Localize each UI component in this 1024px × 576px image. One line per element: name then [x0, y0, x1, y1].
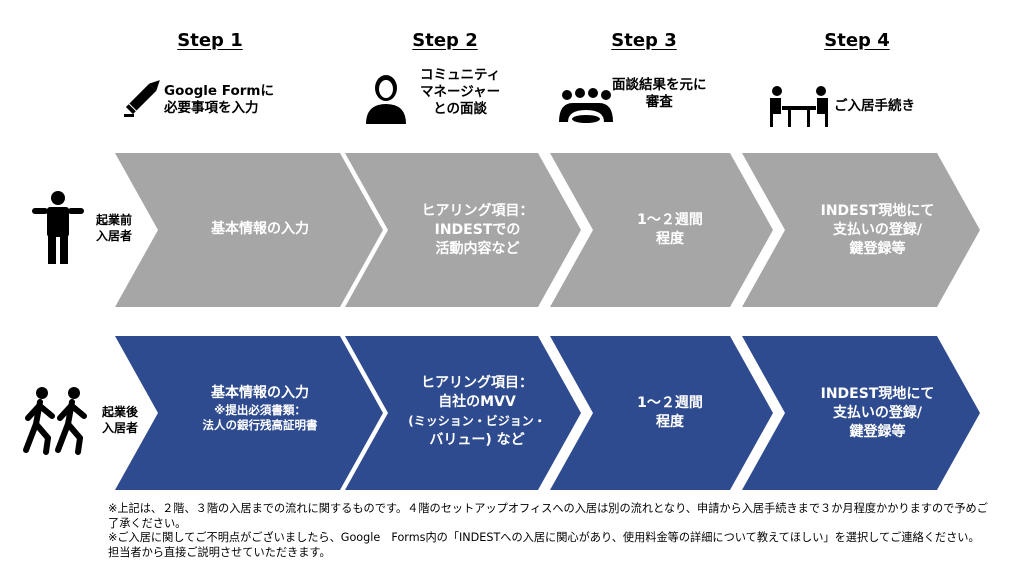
- chevron-row1-step4: [742, 153, 980, 307]
- row2-step4-text: INDEST現地にて 支払いの登録/ 鍵登録等: [795, 385, 960, 442]
- step-2-title: Step 2: [412, 30, 478, 51]
- chevron-text-line: 支払いの登録/: [832, 222, 923, 238]
- required-docs-note: ※提出必須書類：: [214, 403, 306, 417]
- step-4-title: Step 4: [824, 30, 890, 51]
- chevron-text-line: 1〜２週間: [637, 395, 703, 411]
- running-people-icon: [23, 387, 87, 455]
- step-4-description: ご入居手続き: [834, 98, 915, 115]
- row1-label: 起業前 入居者: [96, 212, 132, 244]
- chevron-text-line: 基本情報の入力: [211, 385, 309, 401]
- group-meeting-icon: [559, 88, 613, 123]
- row2-step1-text: 基本情報の入力 ※提出必須書類： 法人の銀行残高証明書: [165, 384, 355, 433]
- chevron-text-line: 支払いの登録/: [832, 405, 923, 421]
- required-docs-note: 法人の銀行残高証明書: [202, 418, 318, 432]
- step-desc-line: ご入居手続き: [834, 98, 915, 114]
- step-desc-line: マネージャー: [420, 84, 501, 100]
- row-label-line: 入居者: [96, 229, 133, 243]
- chevron-row2-step4: [742, 336, 980, 490]
- step-desc-line: 面談結果を元に: [612, 77, 707, 93]
- step-3-description: 面談結果を元に 審査: [612, 77, 707, 111]
- chevron-text-line: 鍵登録等: [849, 424, 906, 440]
- step-1-title: Step 1: [177, 30, 243, 51]
- row1-step1-text: 基本情報の入力: [165, 220, 355, 239]
- chevron-row1-step3: [550, 153, 773, 307]
- chevron-text-line: (ミッション・ビジョン・: [408, 414, 546, 428]
- desk-meeting-icon: [770, 86, 828, 127]
- chevron-row2-step3: [550, 336, 773, 490]
- chevron-text-line: 自社のMVV: [438, 394, 516, 410]
- chevron-text-line: バリュー) など: [429, 432, 525, 448]
- chevron-text-line: INDEST現地にて: [820, 203, 935, 219]
- step-desc-line: コミュニティ: [420, 67, 501, 83]
- step-desc-line: 審査: [645, 94, 673, 110]
- row-label-line: 入居者: [102, 421, 139, 435]
- step-1-description: Google Formに 必要事項を入力: [164, 83, 274, 117]
- row1-step4-text: INDEST現地にて 支払いの登録/ 鍵登録等: [795, 202, 960, 259]
- row2-step2-text: ヒアリング項目： 自社のMVV (ミッション・ビジョン・ バリュー) など: [392, 374, 562, 450]
- chevron-text-line: 程度: [656, 231, 684, 247]
- row-label-line: 起業後: [102, 405, 139, 419]
- step-desc-line: Google Formに: [164, 83, 274, 99]
- chevron-text-line: 活動内容など: [435, 241, 520, 257]
- row2-step3-text: 1〜２週間 程度: [605, 394, 735, 432]
- chevron-text-line: 基本情報の入力: [211, 221, 309, 237]
- chevron-row1-step1: [115, 153, 383, 307]
- chevron-text-line: 1〜２週間: [637, 212, 703, 228]
- chevron-text-line: 鍵登録等: [849, 241, 906, 257]
- chevron-text-line: 程度: [656, 414, 684, 430]
- footnote-2: ※ご入居に関してご不明点がございましたら、Google Forms内の「INDE…: [108, 531, 980, 559]
- step-desc-line: 必要事項を入力: [164, 100, 259, 116]
- step-desc-line: との面談: [433, 101, 488, 117]
- chevron-row2-step2: [345, 336, 581, 490]
- chevron-text-line: ヒアリング項目：: [421, 375, 533, 391]
- chevron-text-line: INDESTでの: [434, 222, 521, 238]
- row2-label: 起業後 入居者: [102, 404, 138, 436]
- row1-step2-text: ヒアリング項目： INDESTでの 活動内容など: [390, 202, 565, 259]
- row1-step3-text: 1〜２週間 程度: [605, 211, 735, 249]
- chevron-row2-step1: [115, 336, 383, 490]
- chevron-text-line: ヒアリング項目：: [421, 203, 534, 219]
- manager-person-icon: [366, 75, 406, 124]
- step-3-title: Step 3: [611, 30, 677, 51]
- chevron-row1-step2: [345, 153, 581, 307]
- step-2-description: コミュニティ マネージャー との面談: [420, 67, 500, 118]
- standing-person-icon: [32, 191, 84, 264]
- pencil-icon: [124, 80, 160, 117]
- row-label-line: 起業前: [96, 213, 133, 227]
- chevron-text-line: INDEST現地にて: [820, 386, 935, 402]
- footnote-1: ※上記は、２階、３階の入居までの流れに関するものです。４階のセットアップオフィス…: [108, 502, 988, 530]
